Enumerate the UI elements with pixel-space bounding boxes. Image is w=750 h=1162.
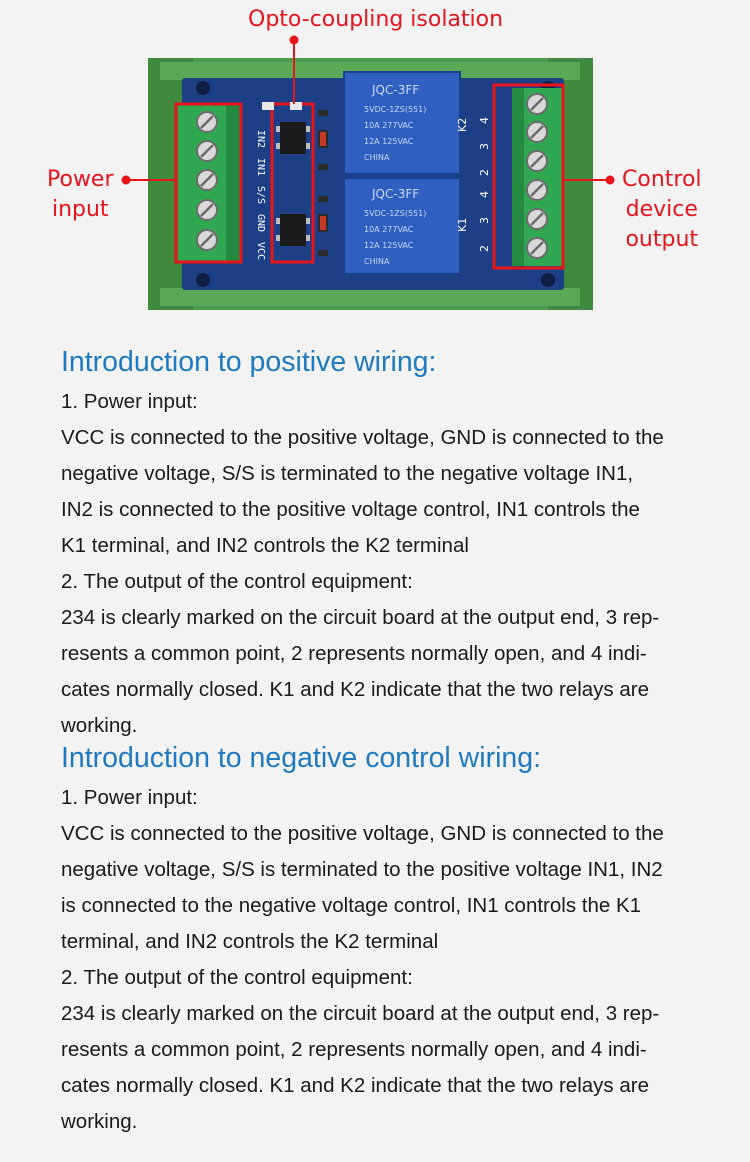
body-line: resents a common point, 2 represents nor… <box>61 1038 647 1061</box>
relay-text: CHINA <box>364 153 390 162</box>
body-line: 234 is clearly marked on the circuit boa… <box>61 606 660 629</box>
rail-bottom-edge <box>160 288 580 306</box>
power-input-label-line: Power <box>47 167 114 192</box>
section-heading: Introduction to negative control wiring: <box>61 742 542 774</box>
relay-k1: JQC-3FF 5VDC-1ZS(551) 10A 277VAC 12A 125… <box>343 177 461 275</box>
body-line: negative voltage, S/S is terminated to t… <box>61 858 663 881</box>
relay-text: CHINA <box>364 257 390 266</box>
body-line: working. <box>61 714 138 737</box>
body-line: 2. The output of the control equipment: <box>61 966 413 989</box>
output-pin-number: 2 <box>478 169 491 176</box>
relay-module-figure: IN2 IN1 S/S GND VCC <box>0 0 750 330</box>
power-input-label-line: input <box>51 197 109 222</box>
control-output-label: Control device output <box>622 165 702 255</box>
relay-text: 12A 125VAC <box>364 137 414 146</box>
body-line: 1. Power input: <box>61 786 198 809</box>
pin-label: GND <box>255 214 266 232</box>
output-pin-number: 3 <box>478 217 491 224</box>
power-input-highlight-box <box>174 102 243 264</box>
body-line: is connected to the negative voltage con… <box>61 894 642 917</box>
body-line: 2. The output of the control equipment: <box>61 570 413 593</box>
power-input-label: Power input <box>47 165 114 225</box>
positive-wiring-section: Introduction to positive wiring: 1. Powe… <box>61 344 711 744</box>
output-pin-number: 2 <box>478 245 491 252</box>
pin-label: S/S <box>255 186 266 204</box>
relay-text: JQC-3FF <box>371 83 419 97</box>
optocouplers <box>276 122 310 246</box>
negative-wiring-section: Introduction to negative control wiring:… <box>61 740 711 1140</box>
relay-id: K1 <box>456 218 469 232</box>
section-heading: Introduction to positive wiring: <box>61 346 437 378</box>
output-pin-number: 3 <box>478 143 491 150</box>
body-line: cates normally closed. K1 and K2 indicat… <box>61 1074 649 1097</box>
relay-text: JQC-3FF <box>371 187 419 201</box>
body-line: K1 terminal, and IN2 controls the K2 ter… <box>61 534 469 557</box>
power-input-terminal <box>178 104 240 262</box>
relay-k2: JQC-3FF 5VDC-1ZS(551) 10A 277VAC 12A 125… <box>343 71 461 175</box>
relay-id: K2 <box>456 118 469 132</box>
body-line: VCC is connected to the positive voltage… <box>61 822 664 845</box>
pin-label: IN2 <box>255 130 266 148</box>
body-line: working. <box>61 1110 138 1133</box>
relay-text: 5VDC-1ZS(551) <box>364 209 426 218</box>
control-output-terminal <box>512 88 562 266</box>
body-line: VCC is connected to the positive voltage… <box>61 426 664 449</box>
body-line: 234 is clearly marked on the circuit boa… <box>61 1002 660 1025</box>
output-pin-number: 4 <box>478 117 491 124</box>
body-line: terminal, and IN2 controls the K2 termin… <box>61 930 439 953</box>
control-output-label-line: output <box>625 227 699 252</box>
output-pin-number: 4 <box>478 191 491 198</box>
body-line: negative voltage, S/S is terminated to t… <box>61 462 634 485</box>
body-line: resents a common point, 2 represents nor… <box>61 642 647 665</box>
body-line: cates normally closed. K1 and K2 indicat… <box>61 678 649 701</box>
pin-label: VCC <box>255 242 266 260</box>
relay-text: 10A 277VAC <box>364 225 414 234</box>
relay-module-illustration: IN2 IN1 S/S GND VCC <box>121 35 615 310</box>
body-line: 1. Power input: <box>61 390 198 413</box>
pin-label: IN1 <box>255 158 266 176</box>
output-highlight-box <box>492 83 565 270</box>
opto-coupling-label: Opto-coupling isolation <box>248 7 504 32</box>
body-line: IN2 is connected to the positive voltage… <box>61 498 640 521</box>
relay-text: 10A 277VAC <box>364 121 414 130</box>
control-output-label-line: device <box>625 197 698 222</box>
relay-text: 12A 125VAC <box>364 241 414 250</box>
control-output-label-line: Control <box>622 167 702 192</box>
relay-text: 5VDC-1ZS(551) <box>364 105 426 114</box>
